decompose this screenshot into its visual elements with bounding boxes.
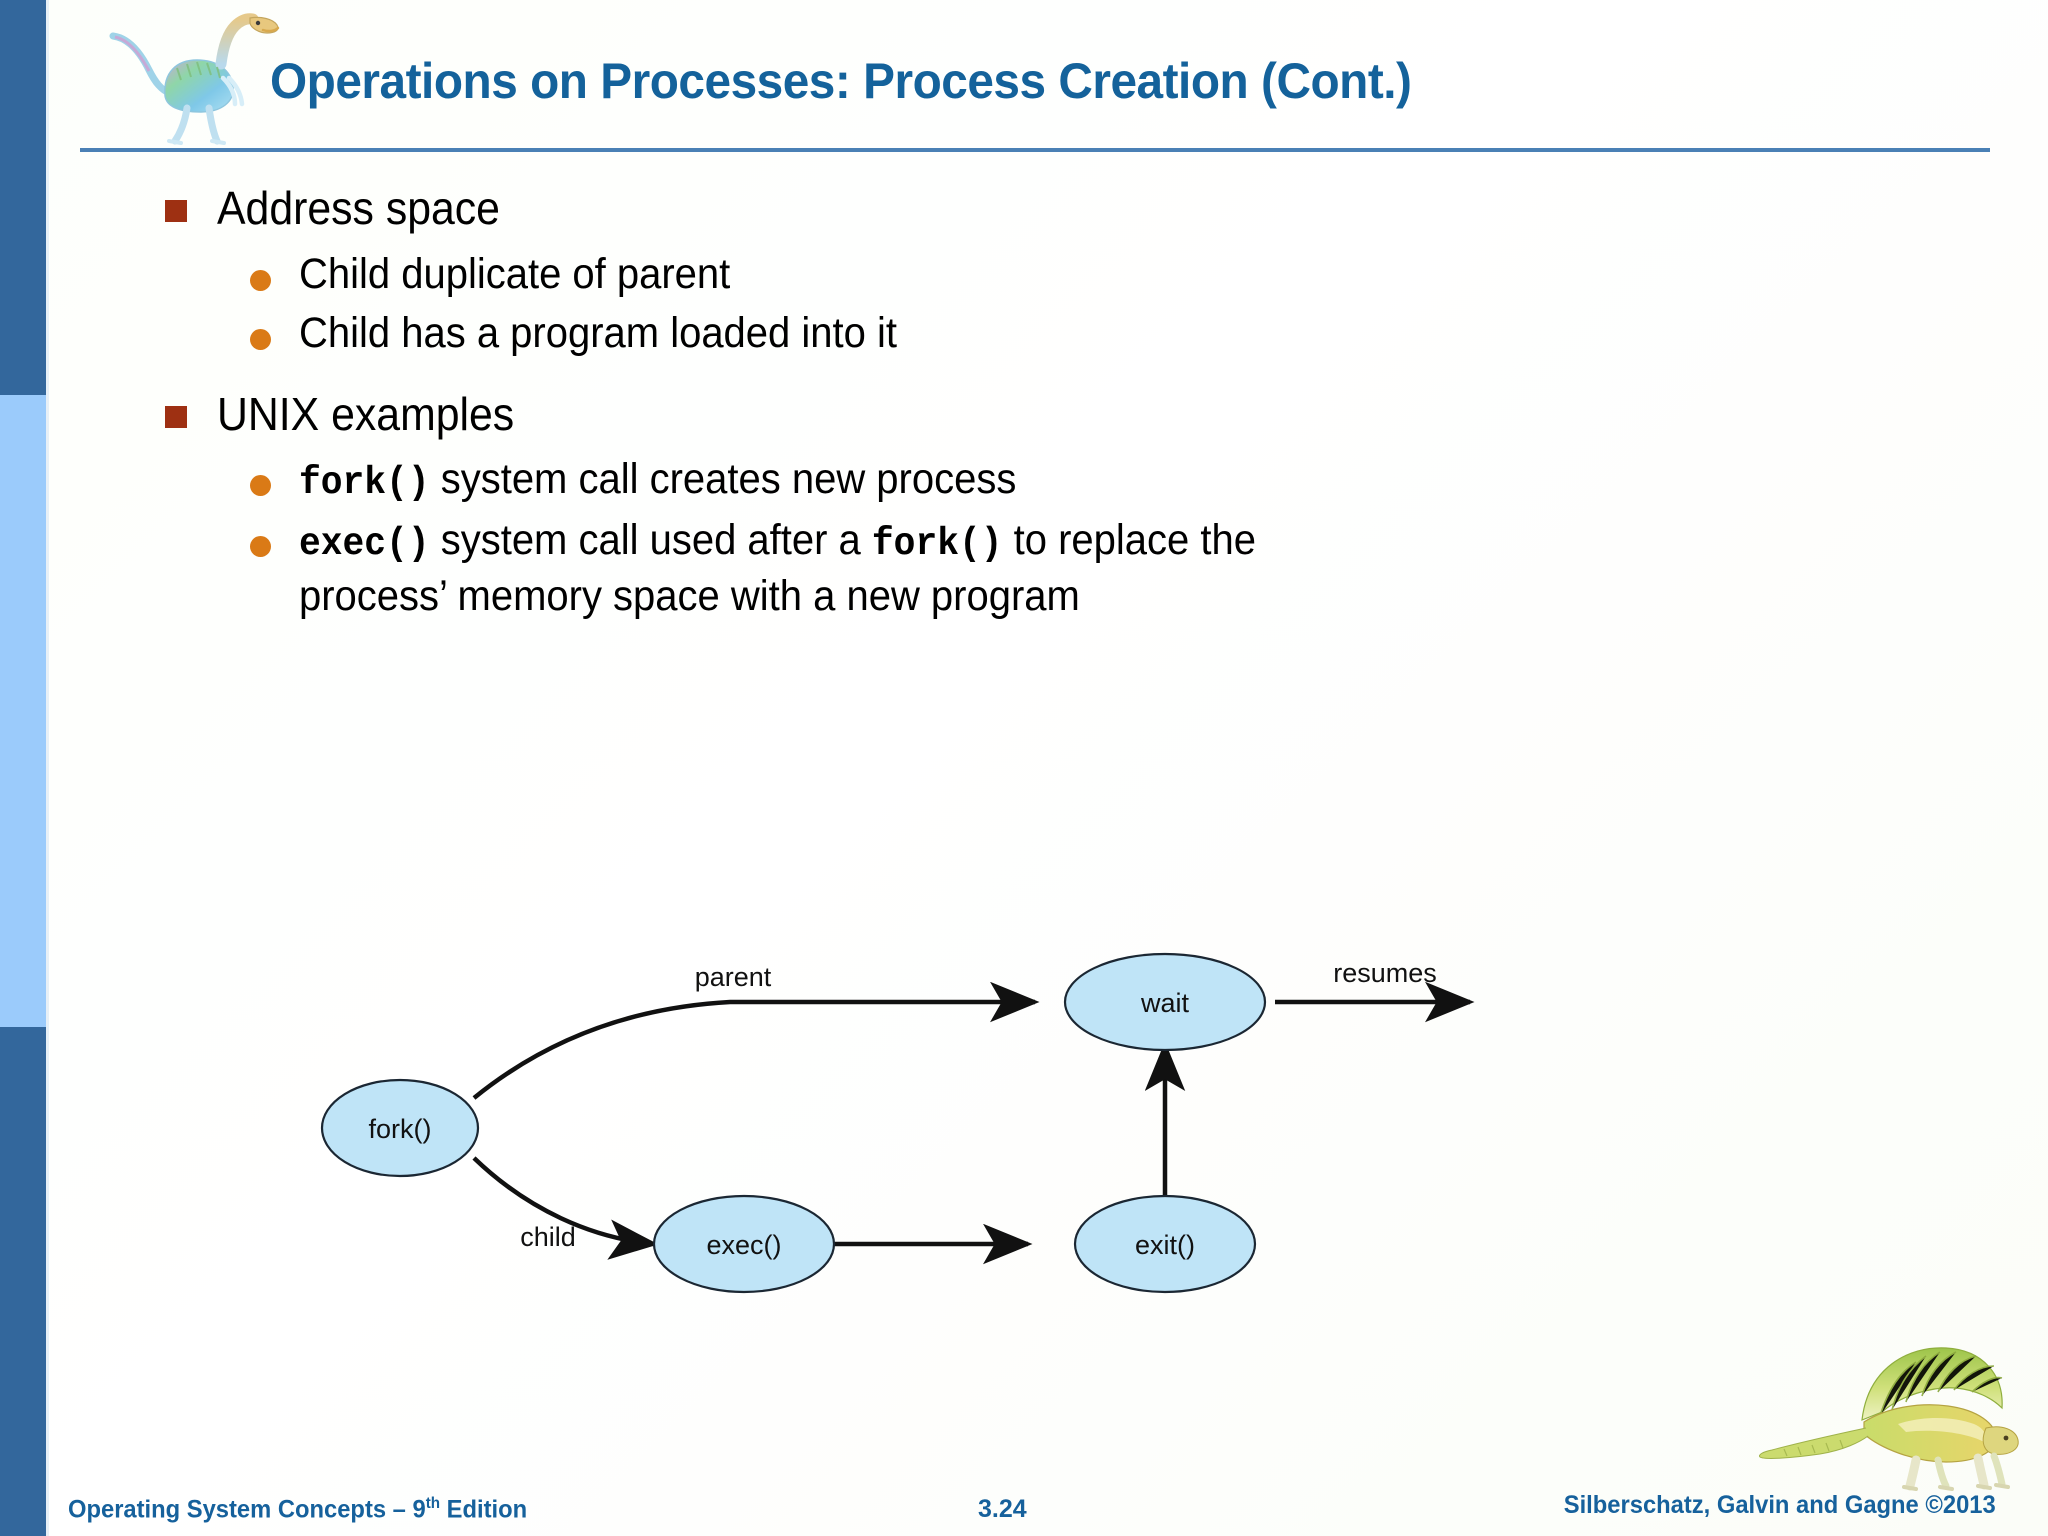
bullet-text: fork() system call creates new process [299,452,1016,508]
node-label-fork: fork() [369,1114,432,1144]
code-fork-2: fork() [871,521,1003,566]
node-exec: exec() [652,1194,836,1294]
rail-segment-top [0,0,46,395]
bullet-text: exec() system call used after a fork() t… [299,513,1396,625]
rail-segment-middle [0,395,46,1027]
node-wait: wait [1063,952,1267,1052]
edge-fork-to-exec [472,1156,659,1260]
page-title: Operations on Processes: Process Creatio… [270,53,1412,109]
bullet-text-part: to replace the process’ memory space wit… [299,515,1256,620]
bullet-level2: exec() system call used after a fork() t… [250,513,1990,625]
page-number: 3.24 [978,1495,1027,1523]
bullet-level1: UNIX examples [165,384,1990,445]
dinosaur-footer-icon [1759,1347,2019,1491]
round-bullet-icon [250,535,271,557]
square-bullet-icon [165,405,187,428]
edge-label-parent: parent [695,962,772,992]
rail-segment-bottom [0,1027,46,1536]
round-bullet-icon [250,329,271,351]
bullet-level2: Child duplicate of parent [250,247,1990,302]
process-creation-diagram: parent child resumes fork() wait [300,950,1720,1350]
title-underline-rule [80,148,1990,152]
bullet-level2: Child has a program loaded into it [250,306,1990,361]
bullet-text: UNIX examples [217,387,515,440]
node-exit: exit() [1073,1194,1257,1294]
diagram-svg: parent child resumes fork() wait [320,952,1475,1294]
bullet-level2: fork() system call creates new process [250,452,1990,508]
rail-edge-highlight [46,0,49,1536]
footer-book-name: Operating System Concepts [68,1495,393,1523]
footer-edition-number: 9 [412,1495,426,1523]
code-exec: exec() [299,521,430,566]
edge-label-child: child [520,1222,576,1252]
dinosaur-logo-icon [109,13,280,145]
node-fork: fork() [320,1078,480,1178]
edge-label-resumes: resumes [1333,958,1437,988]
footer-edition-word: Edition [440,1495,528,1523]
bullet-level1: Address space [165,178,1990,239]
footer-edition-ordinal: th [425,1494,441,1512]
footer-book-title: Operating System Concepts – 9th Edition [68,1494,528,1523]
round-bullet-icon [250,269,271,291]
slide-header: Operations on Processes: Process Creatio… [60,0,2048,200]
bullet-text: Child has a program loaded into it [299,309,897,358]
footer-copyright: Silberschatz, Galvin and Gagne ©2013 [1564,1491,1996,1519]
code-fork: fork() [299,461,430,506]
bullet-text-part: system call used after a [429,515,872,564]
slide-body: Address space Child duplicate of parent … [60,178,1990,628]
bullet-text-part: system call creates new process [429,455,1017,504]
node-label-exit: exit() [1135,1230,1195,1260]
bullet-text: Address space [217,182,500,234]
bullet-text: Child duplicate of parent [299,249,731,298]
square-bullet-icon [165,200,187,222]
slide-footer: Operating System Concepts – 9th Edition … [0,1464,2048,1536]
node-label-wait: wait [1140,988,1190,1018]
edge-fork-to-wait [472,981,1040,1100]
left-color-rail [0,0,46,1536]
round-bullet-icon [250,475,271,497]
node-label-exec: exec() [706,1230,781,1260]
